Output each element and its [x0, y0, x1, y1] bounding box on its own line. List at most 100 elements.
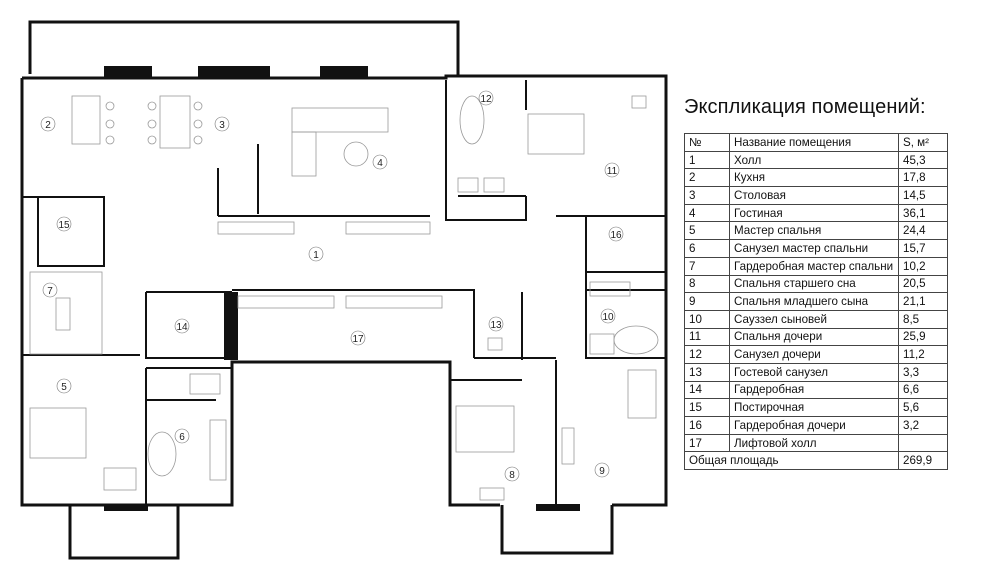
cell-num: 9	[684, 292, 730, 311]
cell-area: 14,5	[898, 186, 948, 205]
floor-plan: 1 2 3 4 5 6 7 8 9 10 11 12 13 14 15 16 1…	[20, 20, 668, 560]
room-marker-2: 2	[40, 116, 56, 132]
cell-num: 5	[684, 221, 730, 241]
svg-text:15: 15	[58, 220, 70, 231]
room-marker-1: 1	[308, 246, 324, 262]
svg-text:7: 7	[47, 286, 53, 297]
cell-num: 6	[684, 239, 730, 258]
cell-name: Санузел мастер спальни	[729, 239, 899, 258]
svg-text:2: 2	[45, 120, 51, 131]
cell-name: Кухня	[729, 168, 899, 188]
room-marker-3: 3	[214, 116, 230, 132]
room-marker-9: 9	[594, 462, 610, 478]
total-area: 269,9	[898, 451, 948, 471]
cell-area: 17,8	[898, 168, 948, 188]
cell-num: 11	[684, 327, 730, 347]
svg-text:9: 9	[599, 466, 605, 477]
cell-area: 45,3	[898, 150, 948, 170]
cell-name: Сауззел сыновей	[729, 309, 899, 329]
cell-num: 13	[684, 362, 730, 382]
room-markers: 1 2 3 4 5 6 7 8 9 10 11 12 13 14 15 16 1…	[40, 90, 624, 482]
cell-num: 10	[684, 309, 730, 329]
window-segments	[104, 66, 580, 511]
furniture	[29, 95, 659, 501]
cell-num: 15	[684, 398, 730, 417]
cell-name: Мастер спальня	[729, 221, 899, 241]
cell-area: 11,2	[898, 345, 948, 364]
cell-name: Столовая	[729, 186, 899, 205]
cell-num: 2	[684, 168, 730, 188]
svg-text:3: 3	[219, 120, 225, 131]
svg-text:11: 11	[607, 166, 618, 177]
cell-num: 3	[684, 186, 730, 205]
cell-num: 8	[684, 274, 730, 294]
cell-name: Гостевой санузел	[729, 362, 899, 382]
cell-area: 5,6	[898, 398, 948, 417]
room-marker-11: 11	[604, 162, 620, 178]
room-marker-16: 16	[608, 226, 624, 242]
total-label: Общая площадь	[684, 451, 899, 471]
svg-text:13: 13	[490, 320, 502, 331]
cell-area: 10,2	[898, 256, 948, 276]
svg-text:16: 16	[610, 230, 622, 241]
cell-area: 3,2	[898, 416, 948, 435]
legend-title: Экспликация помещений:	[684, 96, 926, 118]
cell-name: Гардеробная мастер спальни	[729, 256, 899, 276]
room-marker-17: 17	[350, 330, 366, 346]
interior-walls	[22, 80, 666, 505]
room-marker-15: 15	[56, 216, 72, 232]
svg-text:12: 12	[480, 94, 492, 105]
table-header-row: № Название помещения S, м²	[684, 133, 948, 152]
room-marker-14: 14	[174, 318, 190, 334]
svg-text:4: 4	[377, 158, 383, 169]
cell-area	[898, 433, 948, 453]
cell-area: 20,5	[898, 274, 948, 294]
total-row: Общая площадь 269,9	[684, 451, 948, 471]
cell-name: Лифтовой холл	[729, 433, 899, 453]
room-marker-7: 7	[42, 282, 58, 298]
svg-text:14: 14	[176, 322, 188, 333]
cell-num: 7	[684, 256, 730, 276]
cell-num: 1	[684, 150, 730, 170]
cell-name: Холл	[729, 150, 899, 170]
cell-name: Гардеробная дочери	[729, 416, 899, 435]
cell-name: Гостиная	[729, 203, 899, 223]
cell-name: Гардеробная	[729, 380, 899, 400]
cell-name: Спальня младшего сына	[729, 292, 899, 311]
svg-text:8: 8	[509, 470, 515, 481]
svg-text:6: 6	[179, 432, 185, 443]
header-area: S, м²	[898, 133, 948, 152]
cell-num: 14	[684, 380, 730, 400]
room-marker-8: 8	[504, 466, 520, 482]
cell-area: 24,4	[898, 221, 948, 241]
cell-num: 16	[684, 416, 730, 435]
room-marker-5: 5	[56, 378, 72, 394]
cell-area: 21,1	[898, 292, 948, 311]
cell-area: 15,7	[898, 239, 948, 258]
room-marker-6: 6	[174, 428, 190, 444]
cell-area: 25,9	[898, 327, 948, 347]
cell-name: Спальня старшего сна	[729, 274, 899, 294]
cell-num: 12	[684, 345, 730, 364]
cell-area: 6,6	[898, 380, 948, 400]
cell-name: Постирочная	[729, 398, 899, 417]
svg-text:1: 1	[313, 250, 319, 261]
cell-num: 17	[684, 433, 730, 453]
cell-num: 4	[684, 203, 730, 223]
room-marker-4: 4	[372, 154, 388, 170]
cell-area: 8,5	[898, 309, 948, 329]
svg-text:17: 17	[352, 334, 364, 345]
